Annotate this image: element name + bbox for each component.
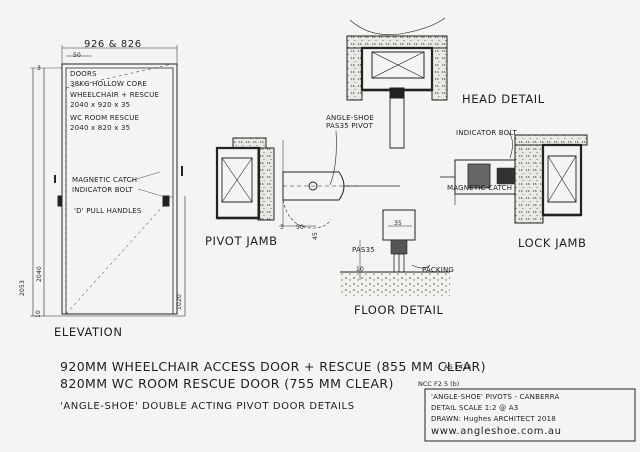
height-dim-1020: 1020: [176, 293, 183, 310]
elevation-drawing: [30, 45, 185, 316]
head-detail-drawing: [347, 18, 447, 148]
note-pull-handles: 'D' PULL HANDLES: [74, 207, 142, 215]
height-dim-10: 10: [35, 309, 42, 318]
note-wheelchair: WHEELCHAIR + RESCUE: [70, 91, 160, 99]
angle-shoe-note: ANGLE-SHOE: [326, 114, 374, 122]
elevation-dim-3: 3: [37, 65, 42, 72]
pas35-pivot-note: PAS35 PIVOT: [326, 122, 374, 130]
note-wc: WC ROOM RESCUE: [70, 114, 140, 122]
pivot-jamb-drawing: [217, 131, 400, 228]
titleblock-website: www.angleshoe.com.au: [431, 426, 562, 437]
note-magnetic-catch: MAGNETIC CATCH: [72, 176, 138, 184]
pivot-jamb-label: PIVOT JAMB: [205, 234, 278, 248]
pivot-dim-50: 50: [296, 224, 305, 231]
lock-indicator-bolt-note: INDICATOR BOLT: [456, 129, 517, 137]
note-wc-size: 2040 x 820 x 35: [70, 124, 131, 132]
lock-jamb-drawing: [440, 132, 587, 223]
note-indicator-bolt: INDICATOR BOLT: [72, 186, 133, 194]
note-line-2-ref: NCC F2.5 (b): [418, 380, 460, 388]
note-line-1: 920MM WHEELCHAIR ACCESS DOOR + RESCUE (8…: [60, 359, 486, 374]
note-line-2: 820MM WC ROOM RESCUE DOOR (755 MM CLEAR): [60, 376, 394, 391]
titleblock-line-2: DETAIL SCALE 1:2 @ A3: [431, 404, 519, 412]
floor-detail-label: FLOOR DETAIL: [354, 303, 444, 317]
elevation-label: ELEVATION: [54, 325, 123, 339]
height-dim-2040: 2040: [36, 265, 43, 282]
titleblock-line-3: DRAWN: Hughes ARCHITECT 2018: [431, 415, 556, 423]
elevation-dim-50: 50: [73, 52, 82, 59]
floor-dim-35: 35: [394, 220, 403, 227]
head-detail-label: HEAD DETAIL: [462, 92, 545, 106]
height-dim-2053: 2053: [19, 279, 26, 296]
note-doors: DOORS: [70, 70, 97, 78]
floor-dim-10: 10: [356, 266, 365, 273]
pull-handle-left: [58, 196, 62, 206]
floor-pas35-note: PAS35: [352, 246, 375, 254]
lock-magnetic-catch-note: MAGNETIC CATCH: [447, 184, 513, 192]
drawing-title: 'ANGLE-SHOE' DOUBLE ACTING PIVOT DOOR DE…: [60, 401, 355, 412]
titleblock-line-1: 'ANGLE-SHOE' PIVOTS - CANBERRA: [431, 393, 560, 401]
note-wheelchair-size: 2040 x 920 x 35: [70, 101, 131, 109]
lock-jamb-label: LOCK JAMB: [518, 236, 587, 250]
note-line-1-ref: AS 1428: [444, 363, 472, 371]
pivot-dim-3: 3: [280, 224, 285, 231]
pull-handle-right: [163, 196, 169, 206]
pivot-dim-45: 45: [312, 231, 319, 240]
packing-note: PACKING: [422, 266, 455, 274]
note-hollow-core: 38KG HOLLOW CORE: [70, 80, 148, 88]
floor-detail-drawing: [340, 210, 450, 296]
title-block-drawing: [425, 389, 635, 441]
elevation-width-dimension: 926 & 826: [84, 39, 142, 50]
